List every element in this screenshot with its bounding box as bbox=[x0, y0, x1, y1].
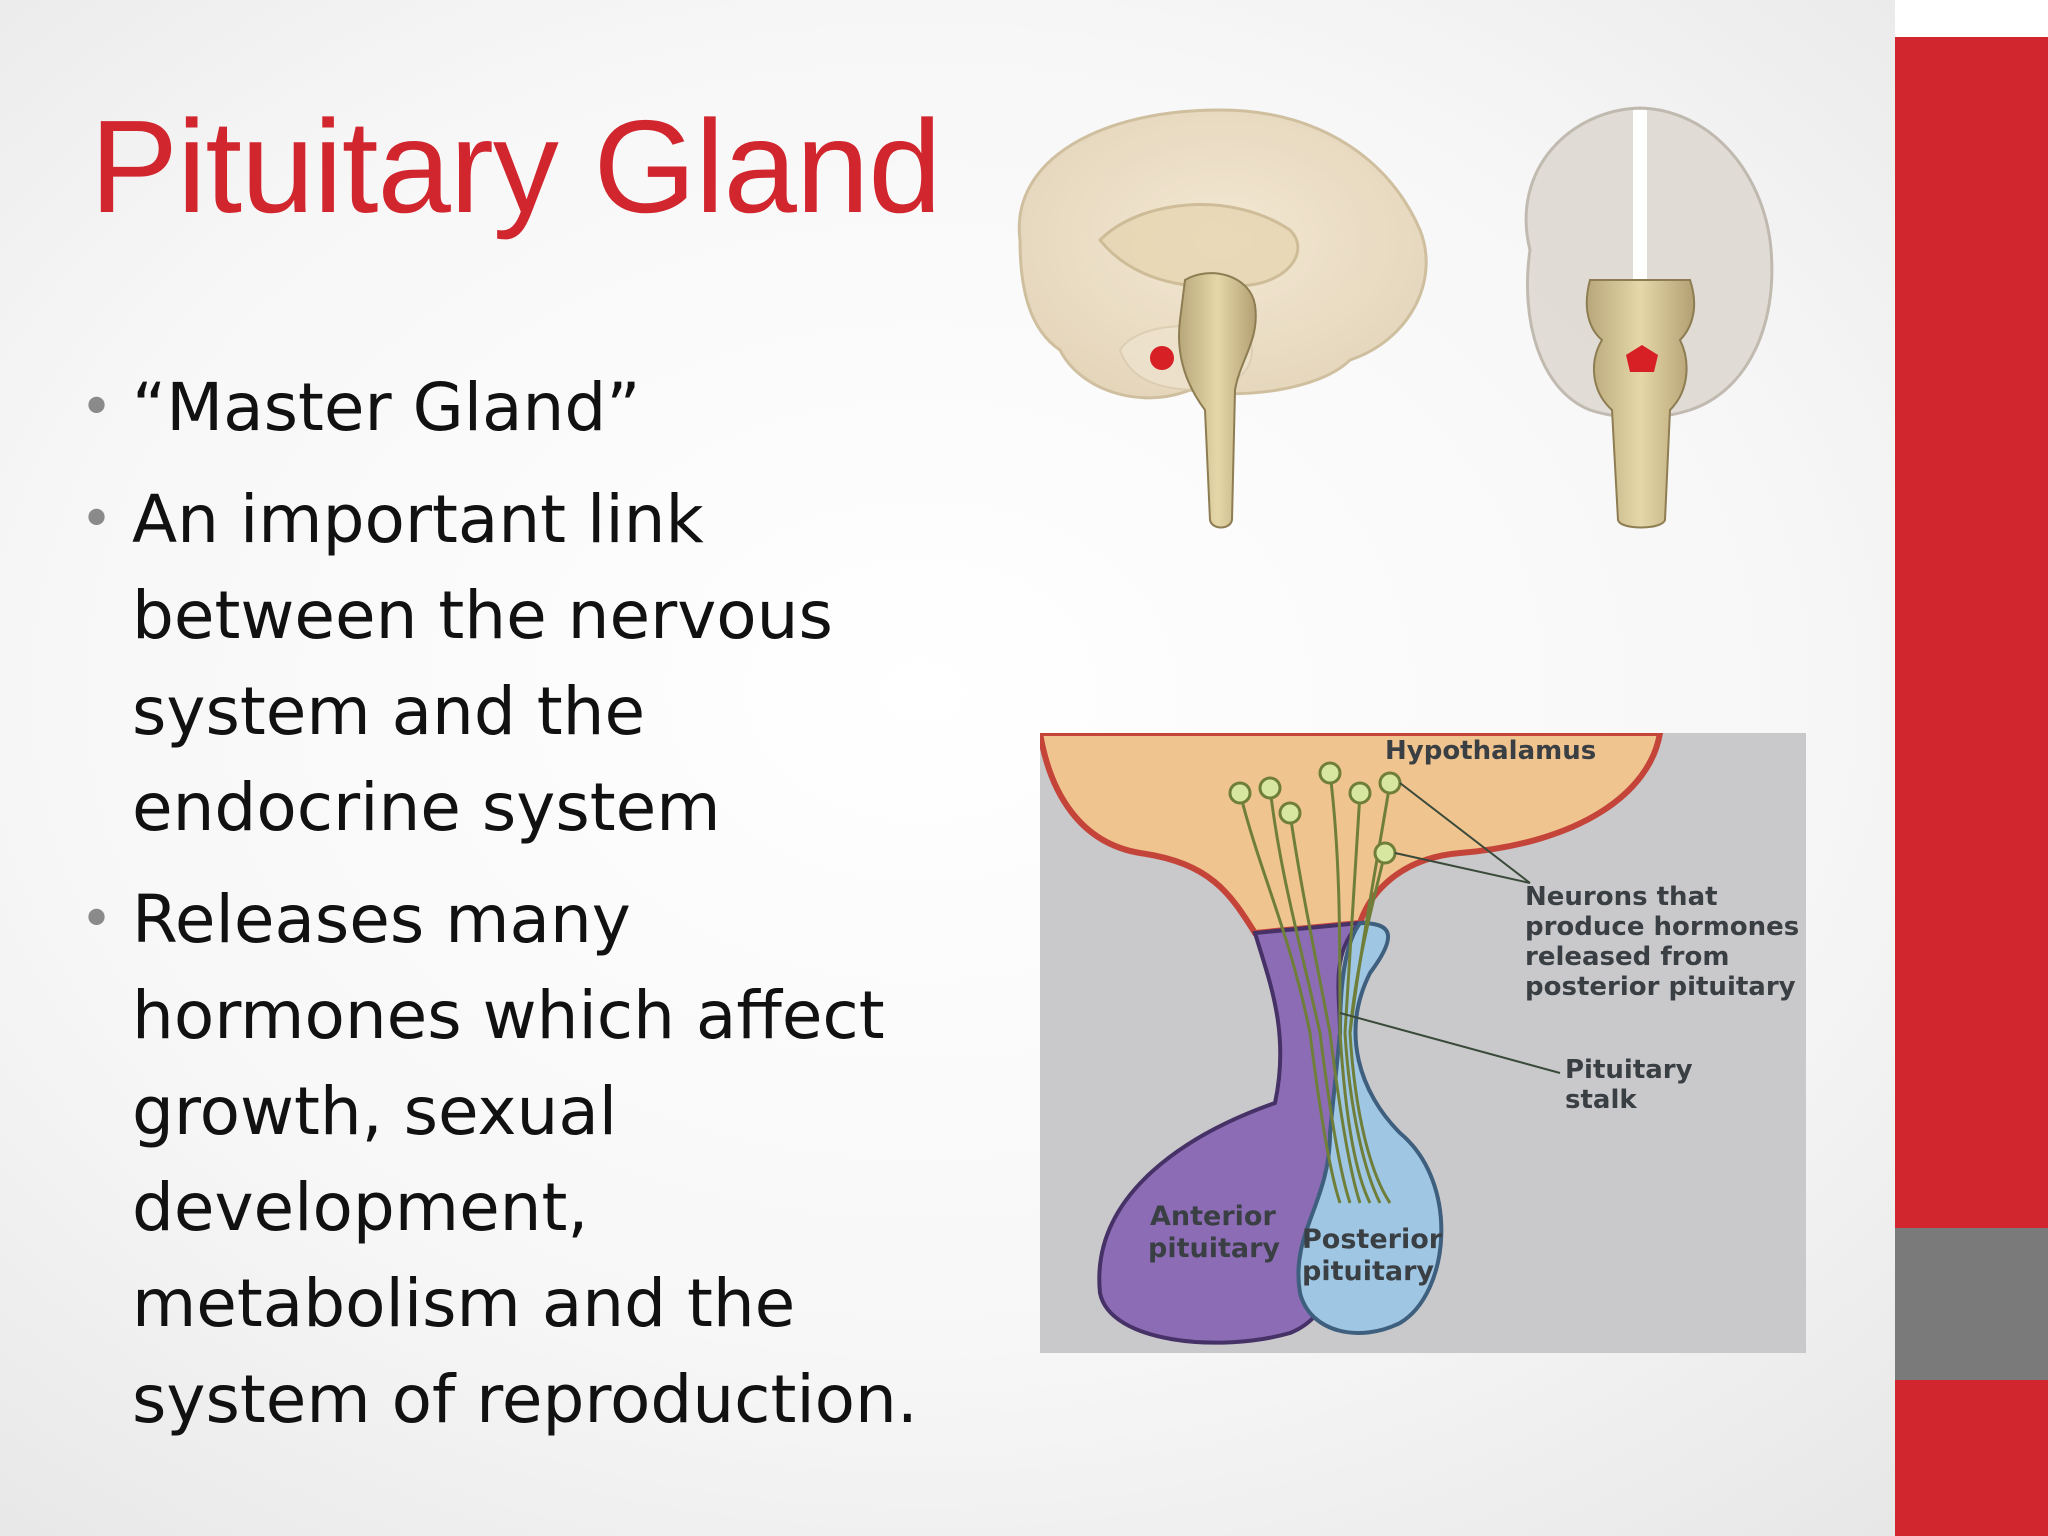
accent-bar bbox=[1895, 0, 2048, 1536]
bullet-list: • “Master Gland” • An important link bet… bbox=[80, 360, 980, 1464]
bullet-icon: • bbox=[80, 487, 114, 552]
accent-cap bbox=[1895, 0, 2048, 37]
leader-lines bbox=[1339, 782, 1561, 1074]
label-stalk-line-2: stalk bbox=[1565, 1085, 1637, 1115]
brain-lateral-view bbox=[1017, 108, 1428, 529]
bullet-text: “Master Gland” bbox=[132, 369, 641, 446]
label-stalk-line-1: Pituitary bbox=[1565, 1055, 1693, 1085]
bullet-item: • “Master Gland” bbox=[80, 360, 980, 456]
label-posterior-line-1: Posterior bbox=[1302, 1224, 1443, 1255]
posterior-pituitary-shape bbox=[1296, 920, 1444, 1335]
bullet-item: • Releases many hormones which affect gr… bbox=[80, 872, 980, 1448]
bullet-icon: • bbox=[80, 887, 114, 952]
neuron-cells bbox=[1228, 761, 1402, 865]
neuron-fibers bbox=[1238, 772, 1392, 1204]
accent-gray-middle bbox=[1895, 1228, 2048, 1380]
label-neurons-line-4: posterior pituitary bbox=[1525, 972, 1796, 1002]
label-neurons-line-1: Neurons that bbox=[1525, 882, 1718, 912]
label-anterior-line-2: pituitary bbox=[1148, 1233, 1280, 1264]
accent-red-top bbox=[1895, 37, 2048, 1228]
brain-illustration bbox=[1017, 106, 1774, 529]
accent-red-bottom bbox=[1895, 1380, 2048, 1536]
bullet-icon: • bbox=[80, 375, 114, 440]
label-posterior-line-2: pituitary bbox=[1302, 1256, 1434, 1287]
label-neurons-line-3: released from bbox=[1525, 942, 1729, 972]
label-neurons-line-2: produce hormones bbox=[1525, 912, 1799, 942]
slide-title: Pituitary Gland bbox=[90, 93, 942, 240]
bullet-text: An important link between the nervous sy… bbox=[132, 481, 833, 846]
label-hypothalamus: Hypothalamus bbox=[1385, 736, 1596, 766]
pituitary-diagram: Hypothalamus Neurons that produce hormon… bbox=[1040, 733, 1806, 1353]
bullet-item: • An important link between the nervous … bbox=[80, 472, 980, 856]
pituitary-marker-icon bbox=[1626, 345, 1658, 372]
pituitary-marker-icon bbox=[1150, 346, 1174, 370]
brain-frontal-view bbox=[1524, 106, 1774, 529]
label-anterior-line-1: Anterior bbox=[1150, 1201, 1276, 1232]
bullet-text: Releases many hormones which affect grow… bbox=[132, 881, 918, 1438]
